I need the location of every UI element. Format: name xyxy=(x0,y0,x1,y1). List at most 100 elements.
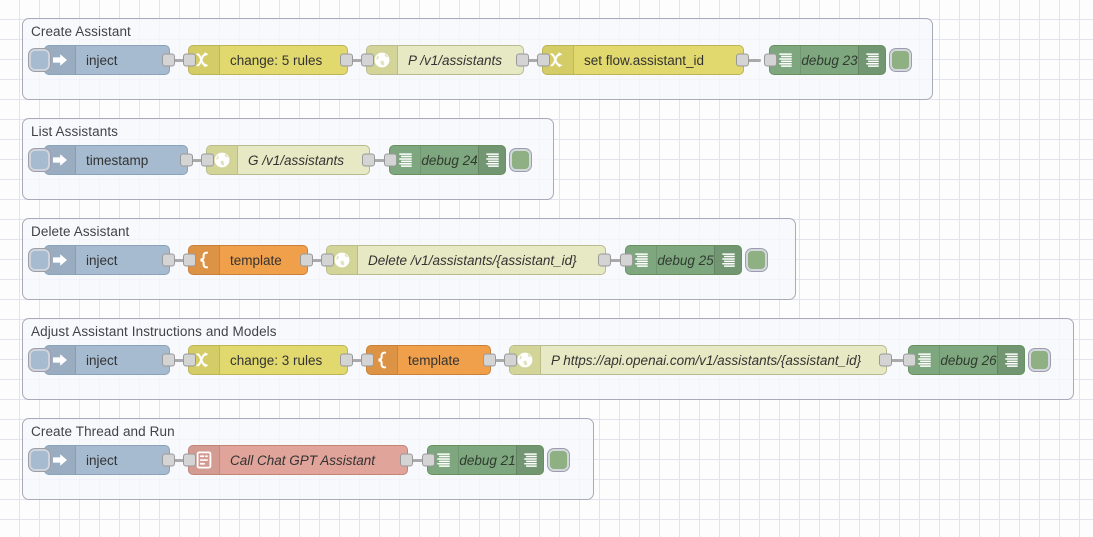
template-brace-icon xyxy=(367,346,398,374)
inject-trigger-button[interactable] xyxy=(29,449,50,471)
node-label: inject xyxy=(86,352,118,368)
wire-n-change-3-to-n-template-2[interactable] xyxy=(349,359,365,362)
node-debug-n-debug-24[interactable]: debug 24 xyxy=(384,145,531,175)
inject-trigger-button[interactable] xyxy=(29,49,50,71)
debug-lines-icon xyxy=(390,146,421,174)
debug-toggle-button[interactable] xyxy=(1029,349,1050,371)
wire-n-http-1-to-n-change-2[interactable] xyxy=(525,59,541,62)
node-label: debug 24 xyxy=(421,152,478,168)
node-http-n-http-1[interactable]: P /v1/assistants xyxy=(361,45,529,75)
wire-n-inject-1-to-n-change-1[interactable] xyxy=(171,59,187,62)
wire-n-template-1-to-n-http-3[interactable] xyxy=(309,259,325,262)
debug-toggle-button[interactable] xyxy=(890,49,911,71)
node-label: P /v1/assistants xyxy=(408,52,503,68)
wire-n-inject-4-to-n-change-3[interactable] xyxy=(171,359,187,362)
node-inject-n-inject-2[interactable]: timestamp xyxy=(29,145,193,175)
node-output-port[interactable] xyxy=(516,53,529,67)
node-http-n-http-2[interactable]: G /v1/assistants xyxy=(201,145,375,175)
node-input-port[interactable] xyxy=(537,53,550,67)
node-label: debug 23 xyxy=(801,52,858,68)
node-output-port[interactable] xyxy=(162,453,175,467)
node-debug-n-debug-23[interactable]: debug 23 xyxy=(764,45,911,75)
debug-lines-icon xyxy=(997,346,1024,374)
inject-arrow-icon xyxy=(45,146,76,174)
node-change-n-change-2[interactable]: set flow.assistant_id xyxy=(537,45,749,75)
node-http-n-http-4[interactable]: P https://api.openai.com/v1/assistants/{… xyxy=(504,345,892,375)
node-input-port[interactable] xyxy=(183,253,196,267)
wire-n-http-4-to-n-debug-26[interactable] xyxy=(888,359,904,362)
node-http-n-http-3[interactable]: Delete /v1/assistants/{assistant_id} xyxy=(321,245,611,275)
node-output-port[interactable] xyxy=(483,353,496,367)
debug-toggle-button[interactable] xyxy=(510,149,531,171)
node-debug-n-debug-25[interactable]: debug 25 xyxy=(620,245,767,275)
wire-n-template-2-to-n-http-4[interactable] xyxy=(492,359,508,362)
node-output-port[interactable] xyxy=(400,453,413,467)
wire-n-http-3-to-n-debug-25[interactable] xyxy=(607,259,623,262)
node-label: change: 5 rules xyxy=(230,52,323,68)
node-label: Call Chat GPT Assistant xyxy=(230,452,376,468)
group-label: List Assistants xyxy=(31,124,119,139)
node-label: inject xyxy=(86,52,118,68)
node-input-port[interactable] xyxy=(183,453,196,467)
node-output-port[interactable] xyxy=(162,253,175,267)
node-input-port[interactable] xyxy=(201,153,214,167)
node-input-port[interactable] xyxy=(321,253,334,267)
node-input-port[interactable] xyxy=(361,353,374,367)
node-output-port[interactable] xyxy=(736,53,749,67)
node-inject-n-inject-1[interactable]: inject xyxy=(29,45,175,75)
inject-trigger-button[interactable] xyxy=(29,149,50,171)
node-input-port[interactable] xyxy=(903,353,916,367)
node-input-port[interactable] xyxy=(183,53,196,67)
node-template-n-template-2[interactable]: template xyxy=(361,345,496,375)
node-change-n-change-1[interactable]: change: 5 rules xyxy=(183,45,353,75)
node-label: debug 26 xyxy=(940,352,997,368)
wire-n-inject-5-to-n-assistant-1[interactable] xyxy=(171,459,187,462)
node-output-port[interactable] xyxy=(340,353,353,367)
wire-n-inject-2-to-n-http-2[interactable] xyxy=(189,159,205,162)
node-output-port[interactable] xyxy=(340,53,353,67)
node-output-port[interactable] xyxy=(300,253,313,267)
node-label: Delete /v1/assistants/{assistant_id} xyxy=(368,252,577,268)
debug-toggle-button[interactable] xyxy=(548,449,569,471)
node-input-port[interactable] xyxy=(504,353,517,367)
node-output-port[interactable] xyxy=(180,153,193,167)
inject-arrow-icon xyxy=(45,346,76,374)
debug-lines-icon xyxy=(909,346,940,374)
debug-lines-icon xyxy=(428,446,459,474)
node-input-port[interactable] xyxy=(384,153,397,167)
debug-lines-icon xyxy=(770,46,801,74)
inject-arrow-icon xyxy=(45,46,76,74)
wire-n-inject-3-to-n-template-1[interactable] xyxy=(171,259,187,262)
node-output-port[interactable] xyxy=(598,253,611,267)
inject-trigger-button[interactable] xyxy=(29,249,50,271)
inject-trigger-button[interactable] xyxy=(29,349,50,371)
node-inject-n-inject-5[interactable]: inject xyxy=(29,445,175,475)
wire-n-http-2-to-n-debug-24[interactable] xyxy=(371,159,387,162)
wire-n-change-1-to-n-http-1[interactable] xyxy=(349,59,365,62)
node-output-port[interactable] xyxy=(879,353,892,367)
node-output-port[interactable] xyxy=(162,53,175,67)
node-debug-n-debug-26[interactable]: debug 26 xyxy=(903,345,1050,375)
node-output-port[interactable] xyxy=(362,153,375,167)
node-label: inject xyxy=(86,452,118,468)
node-input-port[interactable] xyxy=(764,53,777,67)
node-output-port[interactable] xyxy=(162,353,175,367)
node-input-port[interactable] xyxy=(183,353,196,367)
node-template-n-template-1[interactable]: template xyxy=(183,245,313,275)
node-inject-n-inject-4[interactable]: inject xyxy=(29,345,175,375)
node-input-port[interactable] xyxy=(620,253,633,267)
inject-arrow-icon xyxy=(45,446,76,474)
node-input-port[interactable] xyxy=(422,453,435,467)
node-assistant-n-assistant-1[interactable]: Call Chat GPT Assistant xyxy=(183,445,413,475)
node-change-n-change-3[interactable]: change: 3 rules xyxy=(183,345,353,375)
wire-n-assistant-1-to-n-debug-21[interactable] xyxy=(409,459,425,462)
node-label: template xyxy=(230,252,282,268)
node-inject-n-inject-3[interactable]: inject xyxy=(29,245,175,275)
node-input-port[interactable] xyxy=(361,53,374,67)
debug-lines-icon xyxy=(858,46,885,74)
wire-n-change-2-to-n-debug-23[interactable] xyxy=(745,59,761,62)
node-label: P https://api.openai.com/v1/assistants/{… xyxy=(551,352,862,368)
node-debug-n-debug-21[interactable]: debug 21 xyxy=(422,445,569,475)
debug-toggle-button[interactable] xyxy=(746,249,767,271)
